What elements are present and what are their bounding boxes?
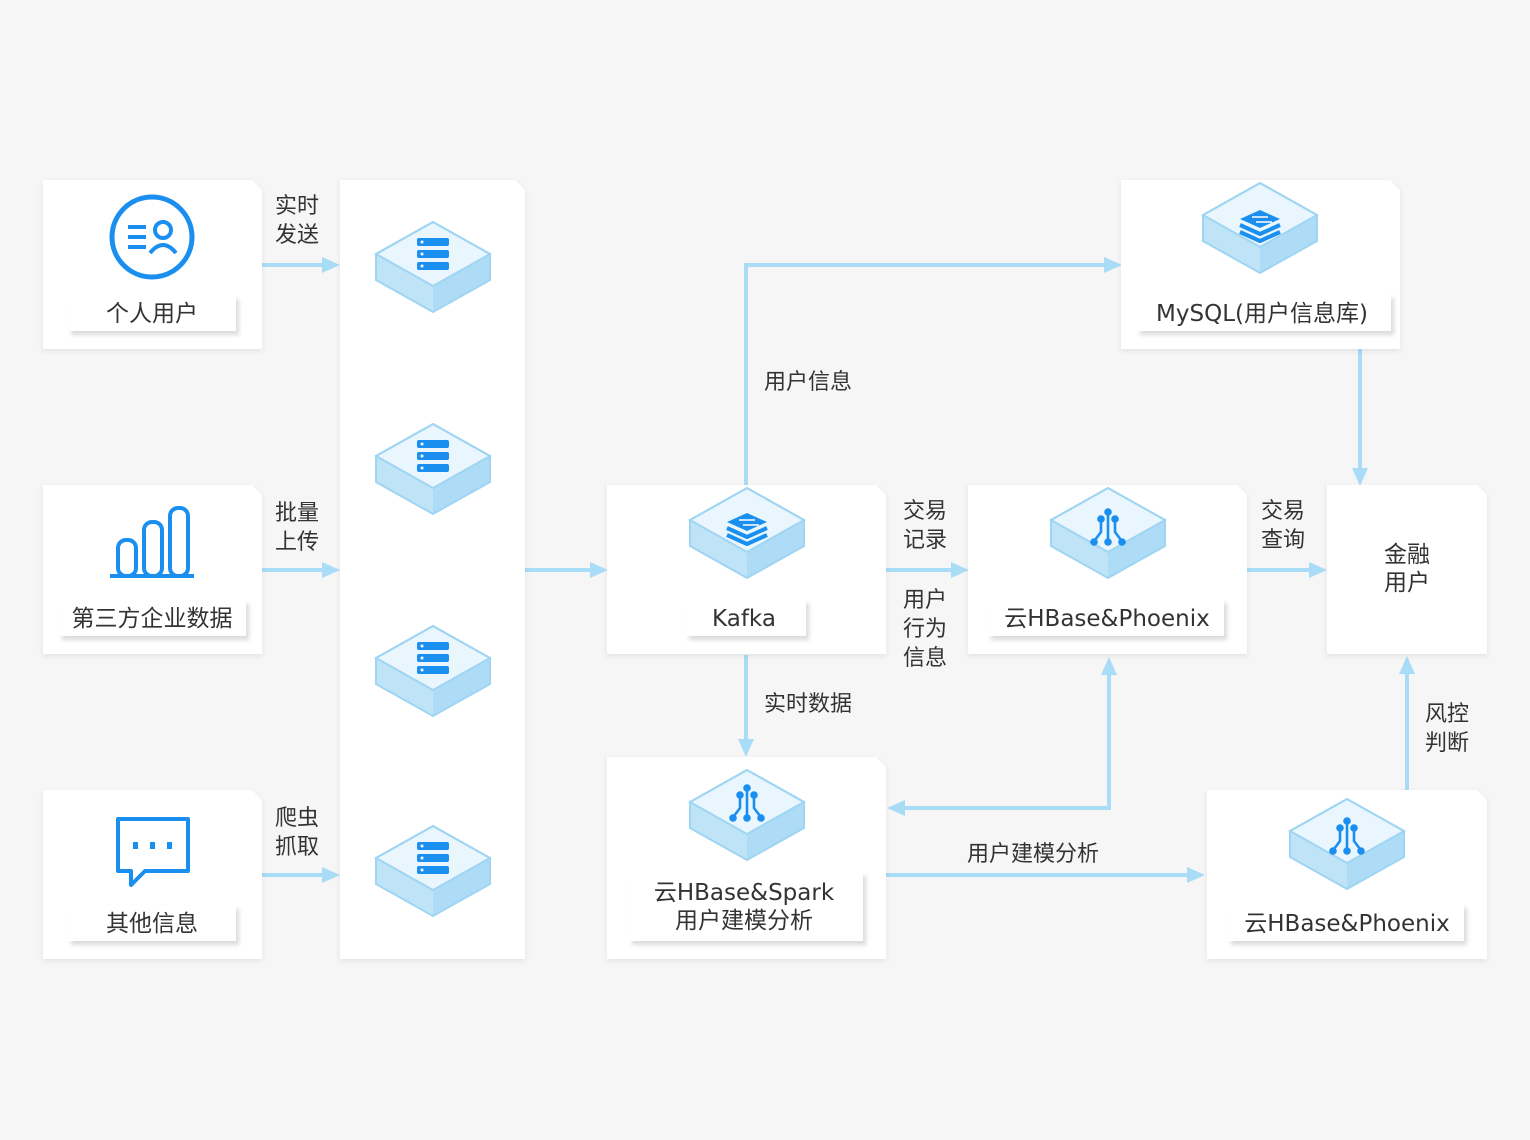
server-stack-icon [417,238,449,270]
server-stack-icon [417,440,449,472]
arrow-kafka-to-hbase [886,562,969,578]
arrow-other-to-ingest [262,867,340,883]
edge-label-crawler-1: 爬虫 [275,806,319,831]
source-label: 个人用户 [106,301,198,327]
financial-user-line1: 金融 [1384,542,1430,568]
arrow-risk-to-financial [1399,656,1415,791]
arrow-personal-to-ingest [262,257,340,273]
arrows [262,257,1415,883]
edge-label-realtime-data: 实时数据 [764,692,852,717]
edge-label-user-modeling: 用户建模分析 [967,842,1099,867]
edge-label-trade-query-1: 交易 [1261,499,1305,524]
arrow-kafka-to-spark [738,655,754,757]
edge-label-trade-record-1: 交易 [903,499,947,524]
risk-hbase-label: 云HBase&Phoenix [1244,911,1449,937]
edge-label-trade-query-2: 查询 [1261,528,1305,553]
edge-label-risk-judgement-1: 风控 [1425,702,1469,727]
edge-label-risk-judgement-2: 判断 [1425,731,1469,756]
edge-label-realtime-send-1: 实时 [275,194,319,219]
edge-label-batch-upload-1: 批量 [275,501,319,526]
server-stack-icon [417,842,449,874]
arrow-kafka-to-mysql [744,257,1122,486]
source-third-party-enterprise: 第三方企业数据 [43,485,262,654]
hbase-phoenix-risk-node: 云HBase&Phoenix [1207,790,1487,959]
ingest-server-column [340,180,525,959]
arrow-spark-hbase-bidirectional [887,657,1117,816]
hbase-phoenix-label: 云HBase&Phoenix [1004,606,1209,632]
financial-user-line2: 用户 [1384,570,1430,596]
source-other-info: 其他信息 [43,790,262,959]
edge-label-realtime-send-2: 发送 [275,223,319,248]
edge-label-trade-record-2: 记录 [903,528,947,553]
user-profile-icon [109,194,195,280]
kafka-label: Kafka [712,606,776,632]
arrow-hbase-to-financial [1247,562,1327,578]
source-label: 第三方企业数据 [72,606,233,632]
edge-label-user-behavior-2: 行为 [903,617,947,642]
edge-label-batch-upload-2: 上传 [275,530,319,555]
edge-label-user-info: 用户信息 [764,370,852,395]
edge-label-user-behavior-3: 信息 [903,646,947,671]
edge-labels: 实时 发送 批量 上传 爬虫 抓取 用户信息 交易 记录 用户 行为 信息 交易… [275,194,1469,867]
message-bubble-icon [116,817,190,887]
arrow-enterprise-to-ingest [262,562,340,578]
hbase-phoenix-main-node: 云HBase&Phoenix [968,485,1247,654]
spark-label-line2: 用户建模分析 [675,908,813,934]
edge-label-crawler-2: 抓取 [275,835,319,860]
spark-label-line1: 云HBase&Spark [654,880,835,906]
mysql-label: MySQL(用户信息库) [1156,301,1368,327]
kafka-node: Kafka [607,485,886,654]
source-personal-user: 个人用户 [43,180,262,349]
arrow-mysql-to-financial [1352,349,1368,486]
bar-chart-icon [110,506,194,578]
server-stack-icon [417,642,449,674]
edge-label-user-behavior-1: 用户 [903,588,947,613]
arrow-spark-to-risk [886,867,1205,883]
arrow-ingest-to-kafka [525,562,608,578]
financial-user-node: 金融 用户 [1327,485,1487,654]
hbase-spark-node: 云HBase&Spark 用户建模分析 [607,757,886,959]
source-label: 其他信息 [106,911,198,937]
mysql-node: MySQL(用户信息库) [1121,180,1400,349]
